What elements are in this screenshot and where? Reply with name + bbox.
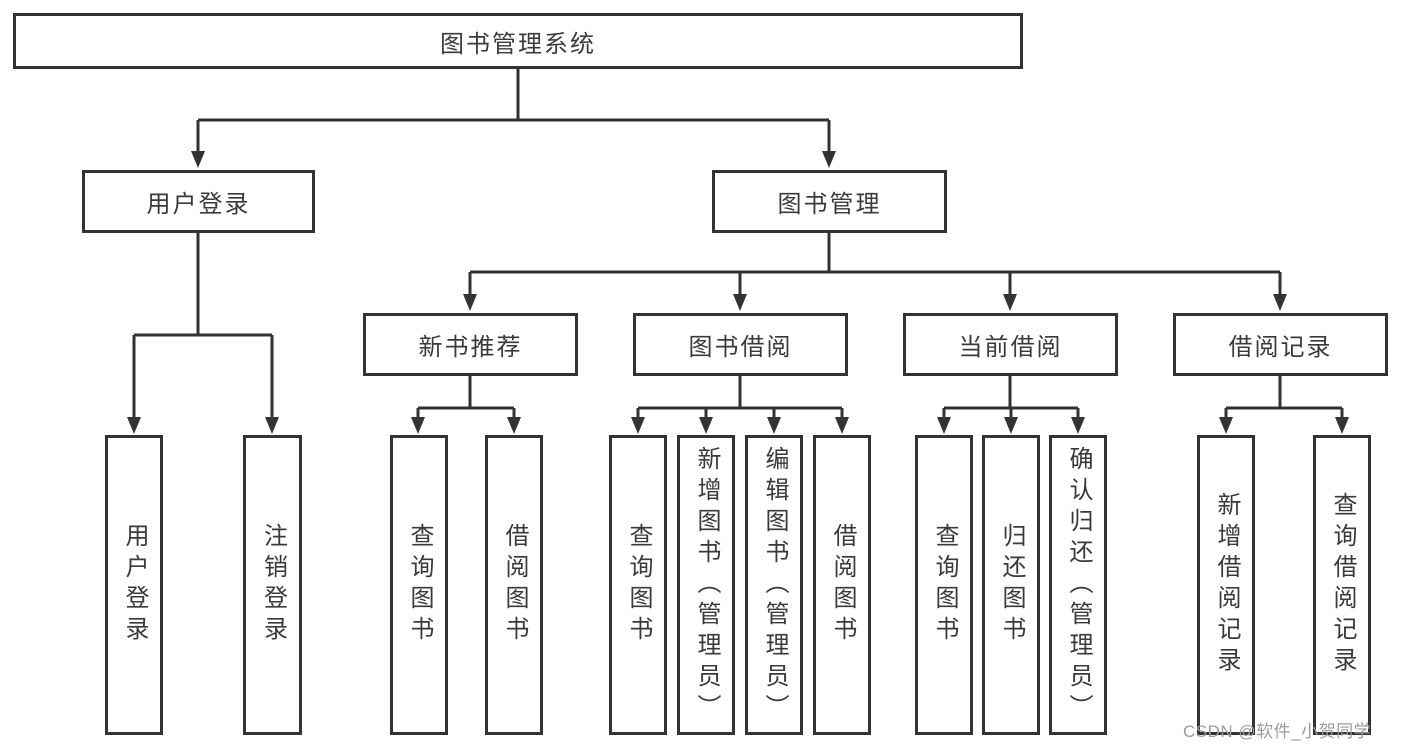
connector-current-borrow-to-leaves (942, 376, 1080, 419)
node-root: 图书管理系统 (13, 13, 1023, 69)
node-book-management: 图书管理 (712, 170, 947, 233)
node-book-borrowing: 图书借阅 (633, 313, 848, 376)
leaf-confirm-return-admin: 确认归还（管理员） (1049, 435, 1107, 735)
leaf-return-books: 归还图书 (982, 435, 1040, 735)
node-current-borrowing: 当前借阅 (903, 313, 1118, 376)
leaf-query-borrow-record-label: 查询借阅记录 (1329, 492, 1356, 678)
node-book-borrowing-label: 图书借阅 (688, 334, 793, 361)
arrowheads (127, 151, 1349, 434)
leaf-borrow-books-recommend-label: 借阅图书 (501, 523, 528, 647)
connector-borrow-record-to-leaves (1224, 376, 1344, 419)
leaf-query-books-recommend: 查询图书 (390, 435, 448, 735)
leaf-logout-login: 注销登录 (243, 435, 302, 735)
leaf-query-books-borrowing: 查询图书 (609, 435, 667, 735)
node-new-book-recommend: 新书推荐 (363, 313, 578, 376)
leaf-logout-login-label: 注销登录 (259, 523, 287, 647)
node-borrowing-records: 借阅记录 (1173, 313, 1388, 376)
connector-root-to-level2 (196, 69, 831, 153)
leaf-edit-books-admin-label: 编辑图书（管理员） (761, 445, 788, 725)
leaf-query-books-current-label: 查询图书 (931, 523, 958, 647)
leaf-add-books-admin: 新增图书（管理员） (677, 435, 735, 735)
leaf-borrow-books-borrowing: 借阅图书 (813, 435, 871, 735)
connector-book-mgmt-to-level3 (468, 233, 1282, 297)
node-current-borrowing-label: 当前借阅 (958, 334, 1063, 361)
leaf-add-borrow-record: 新增借阅记录 (1197, 435, 1255, 735)
leaf-query-borrow-record: 查询借阅记录 (1313, 435, 1371, 735)
leaf-query-books-recommend-label: 查询图书 (406, 523, 433, 647)
leaf-user-login-label: 用户登录 (121, 523, 148, 647)
connector-new-book-rec-to-leaves (416, 376, 516, 419)
leaf-user-login: 用户登录 (105, 435, 163, 735)
leaf-query-books-borrowing-label: 查询图书 (625, 523, 652, 647)
leaf-borrow-books-recommend: 借阅图书 (485, 435, 543, 735)
leaf-edit-books-admin: 编辑图书（管理员） (745, 435, 803, 735)
leaf-borrow-books-borrowing-label: 借阅图书 (829, 523, 856, 647)
node-new-book-recommend-label: 新书推荐 (418, 334, 523, 361)
node-user-login: 用户登录 (82, 170, 315, 233)
node-book-management-label: 图书管理 (777, 191, 882, 218)
leaf-add-books-admin-label: 新增图书（管理员） (693, 445, 720, 725)
node-user-login-label: 用户登录 (146, 191, 251, 218)
node-borrowing-records-label: 借阅记录 (1228, 334, 1333, 361)
leaf-confirm-return-admin-label: 确认归还（管理员） (1065, 445, 1092, 725)
leaf-return-books-label: 归还图书 (998, 523, 1025, 647)
csdn-watermark: CSDN @软件_小贺同学 (1183, 722, 1372, 741)
connector-book-borrow-to-leaves (636, 376, 844, 419)
node-root-label: 图书管理系统 (440, 30, 596, 58)
leaf-query-books-current: 查询图书 (915, 435, 973, 735)
connector-user-login-to-leaves (132, 233, 274, 419)
leaf-add-borrow-record-label: 新增借阅记录 (1213, 492, 1240, 678)
